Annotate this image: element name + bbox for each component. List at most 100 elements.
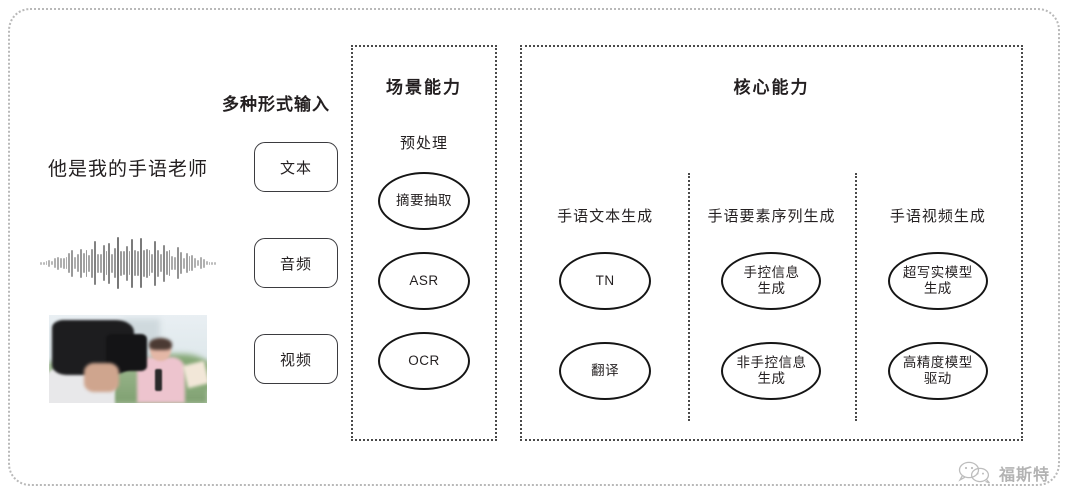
core-column: 手语要素序列生成手控信息生成非手控信息生成	[688, 155, 854, 443]
watermark-text: 福斯特	[998, 467, 1050, 484]
core-node[interactable]: 翻译	[559, 342, 652, 400]
waveform-bar	[45, 261, 48, 265]
waveform-bar	[97, 253, 99, 273]
waveform-bar	[171, 256, 174, 270]
waveform-bar	[205, 261, 208, 265]
waveform-bar	[54, 258, 57, 268]
waveform-bar	[128, 251, 131, 275]
input-pill-video[interactable]: 视频	[254, 334, 338, 384]
waveform-bar	[165, 251, 168, 275]
waveform-bar	[117, 237, 119, 289]
waveform-bar	[122, 251, 125, 275]
core-column-label: 手语文本生成	[557, 208, 654, 225]
scenario-node-list: 摘要抽取 ASR OCR	[353, 172, 495, 390]
video-thumbnail-slot	[20, 315, 236, 403]
core-node[interactable]: TN	[559, 252, 652, 310]
scenario-group-label: 预处理	[399, 135, 448, 152]
waveform-bar	[208, 261, 211, 265]
core-node-list: TN 翻译	[559, 252, 652, 400]
core-column-label: 手语要素序列生成	[707, 208, 836, 225]
waveform-bar	[137, 250, 139, 276]
waveform-bar	[151, 253, 154, 273]
waveform-bar	[59, 258, 62, 268]
waveform-bar	[188, 255, 191, 271]
waveform-bar	[65, 257, 68, 269]
waveform-bar	[91, 248, 94, 278]
waveform-bar	[148, 250, 151, 276]
audio-waveform-slot	[20, 232, 236, 294]
waveform-bar	[139, 238, 142, 288]
thumb-microphone	[154, 368, 162, 391]
waveform-bar	[202, 258, 205, 268]
input-pill-audio[interactable]: 音频	[254, 238, 338, 288]
core-node[interactable]: 手控信息生成	[721, 252, 822, 310]
core-node-list: 超写实模型生成高精度模型驱动	[887, 252, 988, 400]
waveform-bar	[108, 242, 111, 284]
core-node-list: 手控信息生成非手控信息生成	[721, 252, 822, 400]
waveform-bar	[85, 249, 88, 277]
thumb-reporter-hair	[148, 337, 173, 351]
waveform-bar	[71, 249, 74, 277]
input-row-audio: 音频	[20, 232, 338, 294]
waveform-bar	[185, 253, 188, 273]
core-column-label: 手语视频生成	[889, 208, 986, 225]
waveform-bar	[159, 254, 162, 272]
waveform-bar	[62, 257, 65, 269]
waveform-bar	[197, 260, 199, 266]
waveform-bar	[125, 245, 128, 281]
waveform-bar	[211, 261, 214, 265]
input-row-video: 视频	[20, 315, 338, 403]
waveform-bar	[194, 258, 197, 268]
waveform-bar	[82, 253, 85, 273]
waveform-bar	[162, 244, 165, 282]
diagram-outer-frame	[8, 8, 1060, 486]
core-column: 手语视频生成超写实模型生成高精度模型驱动	[854, 155, 1021, 443]
thumb-cameraman-hand	[83, 362, 119, 393]
waveform-bar	[145, 248, 148, 278]
waveform-bar	[179, 252, 182, 274]
waveform-bar	[131, 238, 134, 288]
scenario-capability-panel: 场景能力 预处理 摘要抽取 ASR OCR	[351, 45, 497, 441]
waveform-bar	[94, 241, 97, 285]
waveform-bar	[142, 249, 145, 277]
waveform-bar	[177, 247, 179, 279]
waveform-bar	[119, 250, 122, 276]
input-row-text: 他是我的手语老师 文本	[20, 136, 338, 198]
waveform-bar	[74, 257, 77, 269]
text-sample-slot: 他是我的手语老师	[20, 136, 236, 198]
core-node[interactable]: 高精度模型驱动	[887, 342, 988, 400]
core-node[interactable]: 超写实模型生成	[887, 252, 988, 310]
scenario-node[interactable]: OCR	[378, 332, 470, 390]
waveform-bar	[114, 248, 117, 278]
waveform-bar	[88, 254, 91, 272]
scenario-panel-title: 场景能力	[386, 78, 462, 97]
waveform-bar	[154, 240, 157, 286]
waveform-bar	[182, 257, 185, 269]
waveform-bar	[102, 245, 105, 281]
waveform-bar	[51, 261, 54, 265]
waveform-bar	[48, 259, 51, 267]
waveform-bar	[42, 261, 45, 265]
input-pill-text[interactable]: 文本	[254, 142, 338, 192]
text-sample: 他是我的手语老师	[47, 158, 208, 180]
scenario-node[interactable]: 摘要抽取	[378, 172, 470, 230]
waveform-bar	[57, 256, 59, 270]
core-node[interactable]: 非手控信息生成	[721, 342, 822, 400]
waveform-bar	[39, 261, 42, 265]
scenario-node[interactable]: ASR	[378, 252, 470, 310]
waveform-bar	[105, 251, 108, 275]
waveform-bar	[79, 248, 82, 278]
thumb-notepad	[182, 360, 207, 388]
video-thumbnail	[49, 315, 207, 403]
waveform-bar	[157, 249, 159, 277]
core-column: 手语文本生成 TN 翻译	[522, 155, 688, 443]
inputs-title: 多种形式输入	[222, 95, 330, 114]
waveform-bar	[191, 255, 194, 271]
waveform-bar	[99, 253, 102, 273]
waveform-bar	[214, 261, 217, 265]
wechat-bubble-icon	[958, 461, 990, 484]
waveform-bar	[174, 256, 177, 270]
inputs-panel: 多种形式输入 他是我的手语老师 文本 音频	[20, 90, 338, 420]
